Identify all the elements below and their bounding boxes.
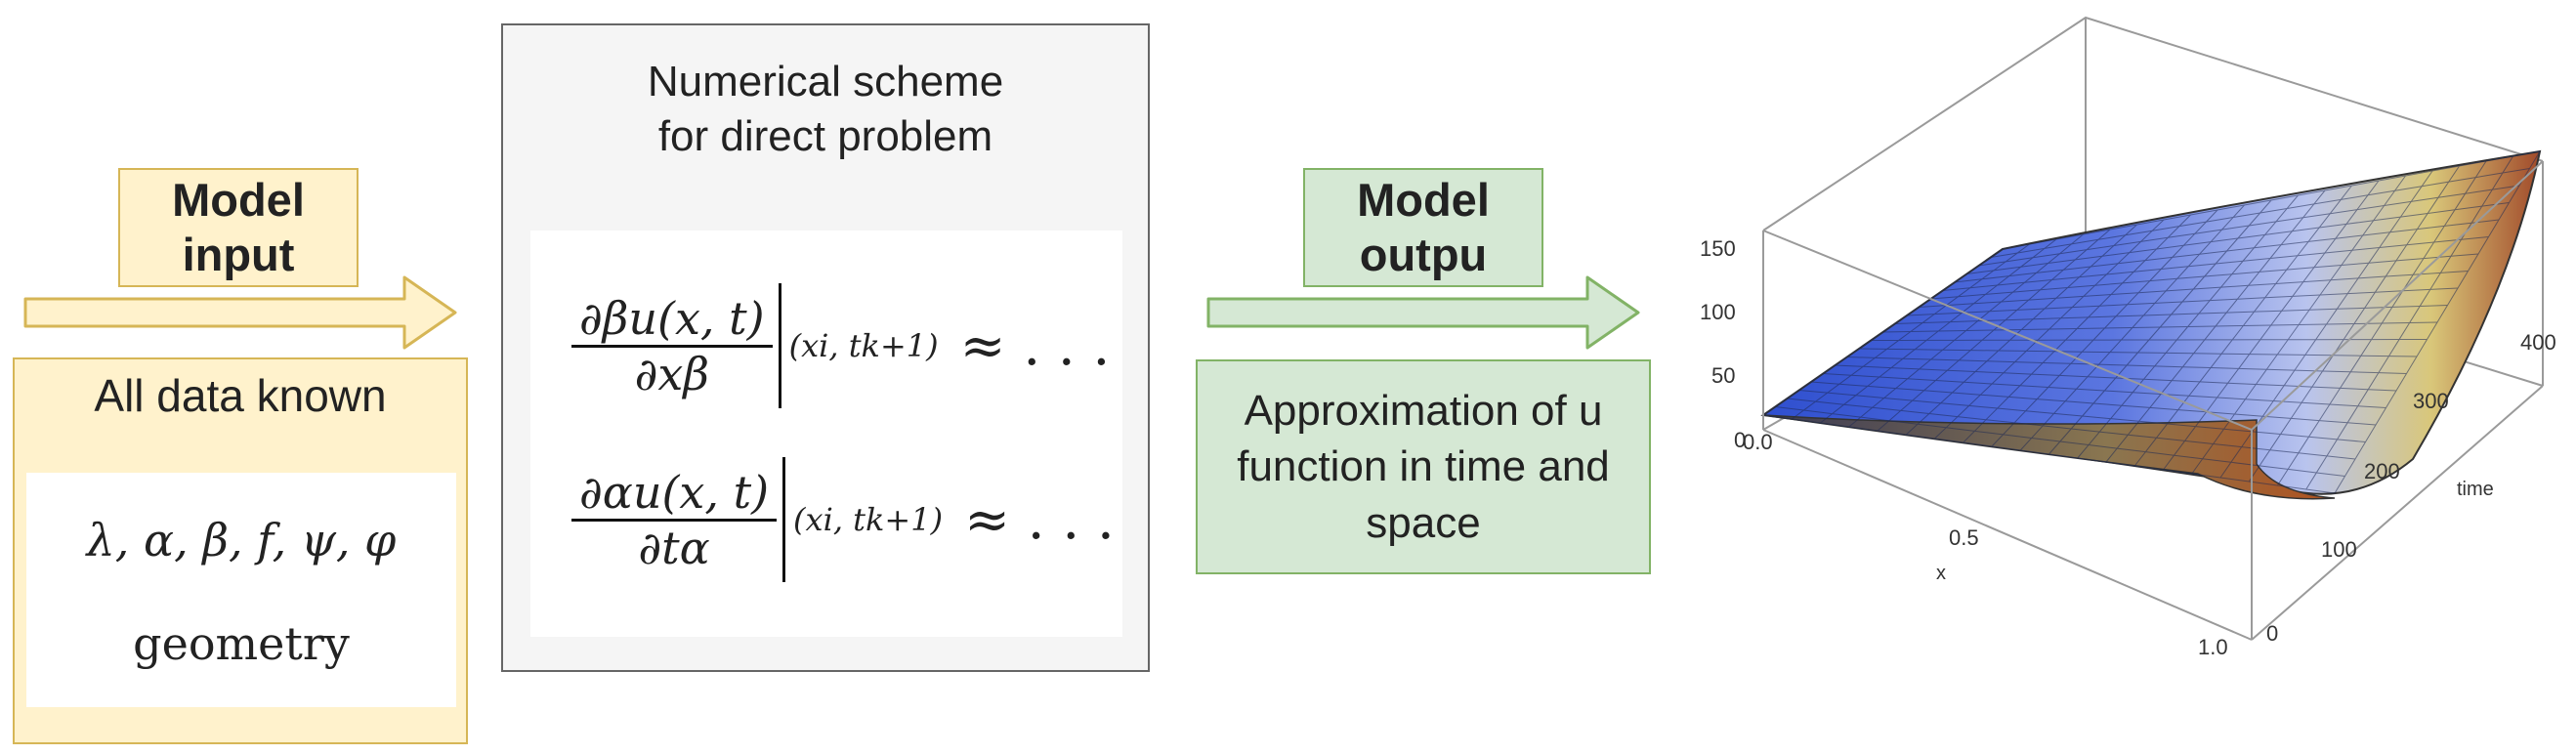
- all-data-known-box: All data known λ, α, β, f, ψ, φ geometry: [13, 357, 468, 744]
- x-tick-05: 0.5: [1949, 525, 1979, 550]
- mesh-line: [2105, 189, 2326, 463]
- approximation-description-box: Approximation of u function in time and …: [1196, 359, 1651, 574]
- mesh-line: [2133, 185, 2352, 467]
- numerical-scheme-panel: Numerical scheme for direct problem: [501, 23, 1150, 672]
- surface-mesh: [1762, 150, 2541, 494]
- mesh-line: [2002, 150, 2541, 250]
- mesh-line: [1930, 253, 2479, 300]
- known-parameters: λ, α, β, f, ψ, φ: [86, 514, 397, 566]
- input-arrow: [23, 275, 457, 350]
- eq2-evaluation-point: (xi, tk+1): [793, 501, 944, 538]
- time-axis-label: time: [2457, 479, 2494, 500]
- mesh-line: [1942, 236, 2489, 291]
- scheme-title: Numerical scheme for direct problem: [503, 55, 1148, 165]
- spatial-derivative-equation: ∂βu(x, t) ∂xβ (xi, tk+1) ≈ . . .: [571, 283, 1110, 408]
- geometry-label: geometry: [133, 617, 350, 670]
- approximation-line3: space: [1366, 498, 1481, 547]
- output-arrow: [1206, 275, 1640, 350]
- mesh-line: [2191, 175, 2406, 475]
- z-tick-50: 50: [1711, 363, 1736, 388]
- mesh-line: [2248, 165, 2460, 482]
- plot-box-front: [1762, 160, 2544, 641]
- surface-plot: [1760, 16, 2544, 641]
- approximation-line2: function in time and: [1237, 442, 1610, 491]
- eq1-denominator: ∂xβ: [634, 347, 709, 400]
- mesh-line: [1966, 202, 2510, 274]
- x-tick-1: 1.0: [2198, 635, 2228, 659]
- z-tick-0: 0: [1734, 428, 1747, 452]
- mesh-line: [1882, 321, 2438, 333]
- model-input-tag: Model input: [118, 168, 359, 287]
- eq2-evaluation-bar: [782, 457, 786, 582]
- mesh-line: [2305, 155, 2513, 490]
- mesh-line: [1919, 271, 2469, 308]
- eq2-denominator: ∂tα: [638, 521, 710, 574]
- model-output-tag-line1: Model: [1357, 173, 1490, 226]
- model-output-tag: Model outpu: [1303, 168, 1543, 287]
- approximation-line1: Approximation of u: [1244, 387, 1603, 436]
- temporal-derivative-equation: ∂αu(x, t) ∂tα (xi, tk+1) ≈ . . .: [571, 457, 1115, 582]
- mesh-line: [1894, 305, 2448, 324]
- z-tick-150: 150: [1700, 236, 1736, 261]
- model-input-tag-line1: Model: [172, 173, 305, 226]
- mesh-line: [2077, 194, 2299, 459]
- all-data-known-title: All data known: [94, 370, 387, 421]
- model-output-tag-line2: outpu: [1359, 229, 1488, 280]
- eq1-evaluation-point: (xi, tk+1): [788, 327, 939, 364]
- mesh-line: [1954, 219, 2500, 283]
- scheme-title-line2: for direct problem: [657, 112, 993, 161]
- model-input-tag-line2: input: [182, 229, 295, 280]
- mesh-line: [1990, 168, 2530, 258]
- eq2-approx: ≈ . . .: [964, 487, 1115, 552]
- mesh-line: [2163, 180, 2380, 471]
- x-tick-0: 0.0: [1743, 430, 1773, 454]
- time-tick-400: 400: [2520, 330, 2556, 355]
- time-tick-100: 100: [2321, 537, 2357, 562]
- time-tick-0: 0: [2266, 621, 2279, 646]
- eq1-evaluation-bar: [778, 283, 781, 408]
- scheme-equations-area: [530, 231, 1122, 637]
- mesh-line: [2277, 160, 2487, 486]
- mesh-line: [2334, 150, 2541, 494]
- known-data-inner: λ, α, β, f, ψ, φ geometry: [26, 473, 456, 707]
- eq1-approx: ≈ . . .: [959, 314, 1111, 378]
- mesh-line: [1978, 185, 2520, 267]
- time-tick-300: 300: [2413, 389, 2449, 413]
- time-tick-200: 200: [2364, 459, 2400, 483]
- scheme-title-line1: Numerical scheme: [647, 58, 1004, 105]
- x-axis-label: x: [1936, 563, 1946, 584]
- mesh-line: [1906, 287, 2459, 316]
- eq2-numerator: ∂αu(x, t): [579, 465, 770, 519]
- eq1-numerator: ∂βu(x, t): [579, 291, 765, 345]
- z-tick-100: 100: [1700, 300, 1736, 324]
